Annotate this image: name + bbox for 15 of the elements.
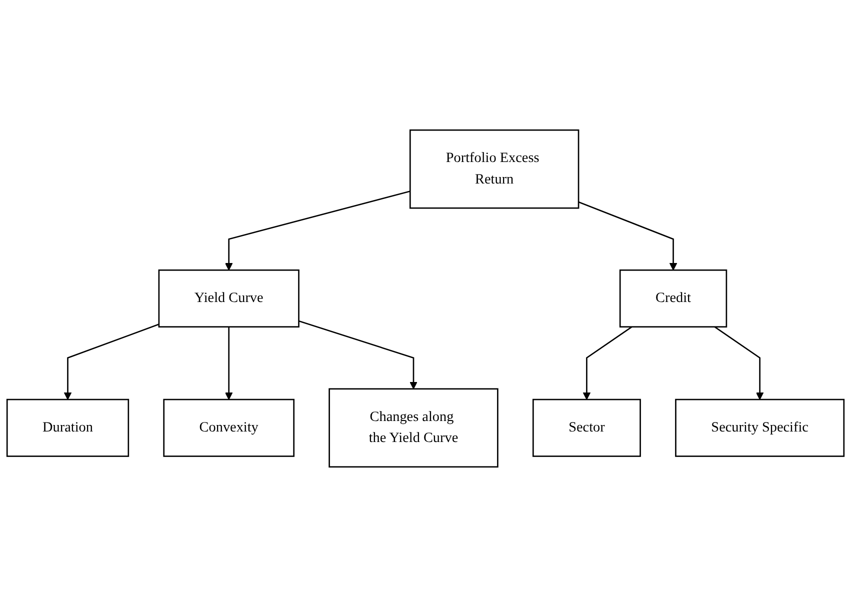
arrow — [714, 326, 764, 400]
node-box: Duration — [6, 398, 130, 457]
node-box: Security Specific — [675, 398, 845, 457]
node-box: Changes along the Yield Curve — [328, 388, 498, 468]
node-box: Convexity — [163, 398, 295, 457]
arrow — [224, 190, 410, 270]
node-box: Yield Curve — [158, 269, 300, 328]
arrow — [298, 320, 418, 390]
node-box: Credit — [619, 269, 728, 328]
arrow — [578, 201, 678, 270]
node-box: Sector — [532, 398, 641, 457]
arrow — [64, 324, 160, 400]
node-box: Portfolio Excess Return — [409, 129, 580, 209]
arrow — [224, 326, 233, 400]
arrow — [582, 326, 632, 400]
